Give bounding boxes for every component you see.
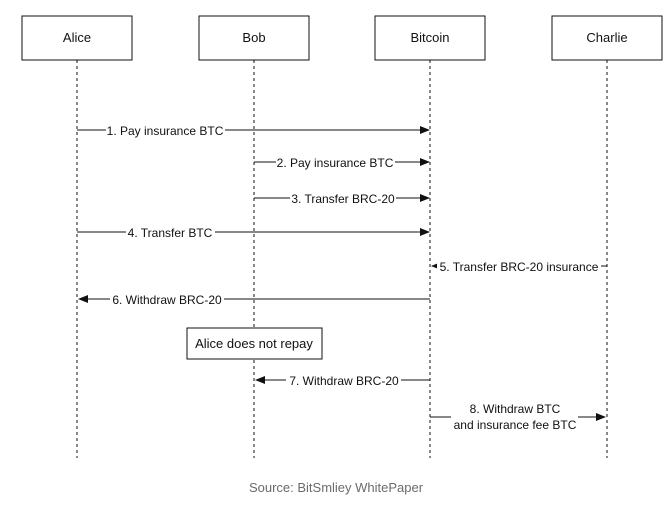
- message-4: 4. Transfer BTC: [77, 225, 430, 240]
- participant-bob: Bob: [198, 15, 310, 61]
- message-2: 2. Pay insurance BTC: [254, 155, 430, 170]
- message-label-line-2: and insurance fee BTC: [454, 418, 577, 432]
- message-8: 8. Withdraw BTC and insurance fee BTC: [430, 401, 606, 433]
- participant-label: Bob: [242, 30, 265, 45]
- participant-label: Charlie: [586, 30, 627, 45]
- message-label: 4. Transfer BTC: [128, 226, 213, 240]
- participant-bitcoin: Bitcoin: [374, 15, 486, 61]
- message-5: 5. Transfer BRC-20 insurance: [431, 259, 607, 274]
- message-6: 6. Withdraw BRC-20: [78, 292, 430, 307]
- message-label: 6. Withdraw BRC-20: [112, 293, 222, 307]
- message-3: 3. Transfer BRC-20: [254, 191, 430, 206]
- message-label-line-1: 8. Withdraw BTC: [470, 402, 561, 416]
- participant-charlie: Charlie: [551, 15, 663, 61]
- participant-label: Alice: [63, 30, 91, 45]
- message-label: 7. Withdraw BRC-20: [289, 374, 399, 388]
- message-label: 5. Transfer BRC-20 insurance: [440, 260, 599, 274]
- note-box: Alice does not repay: [186, 327, 323, 360]
- note-label: Alice does not repay: [195, 336, 313, 351]
- lifelines: [76, 60, 608, 458]
- message-label: 2. Pay insurance BTC: [277, 156, 394, 170]
- message-label: 3. Transfer BRC-20: [291, 192, 395, 206]
- message-1: 1. Pay insurance BTC: [77, 123, 430, 138]
- message-label: 1. Pay insurance BTC: [107, 124, 224, 138]
- participant-alice: Alice: [21, 15, 133, 61]
- participant-label: Bitcoin: [410, 30, 449, 45]
- message-7: 7. Withdraw BRC-20: [255, 373, 430, 388]
- source-caption: Source: BitSmliey WhitePaper: [248, 480, 424, 495]
